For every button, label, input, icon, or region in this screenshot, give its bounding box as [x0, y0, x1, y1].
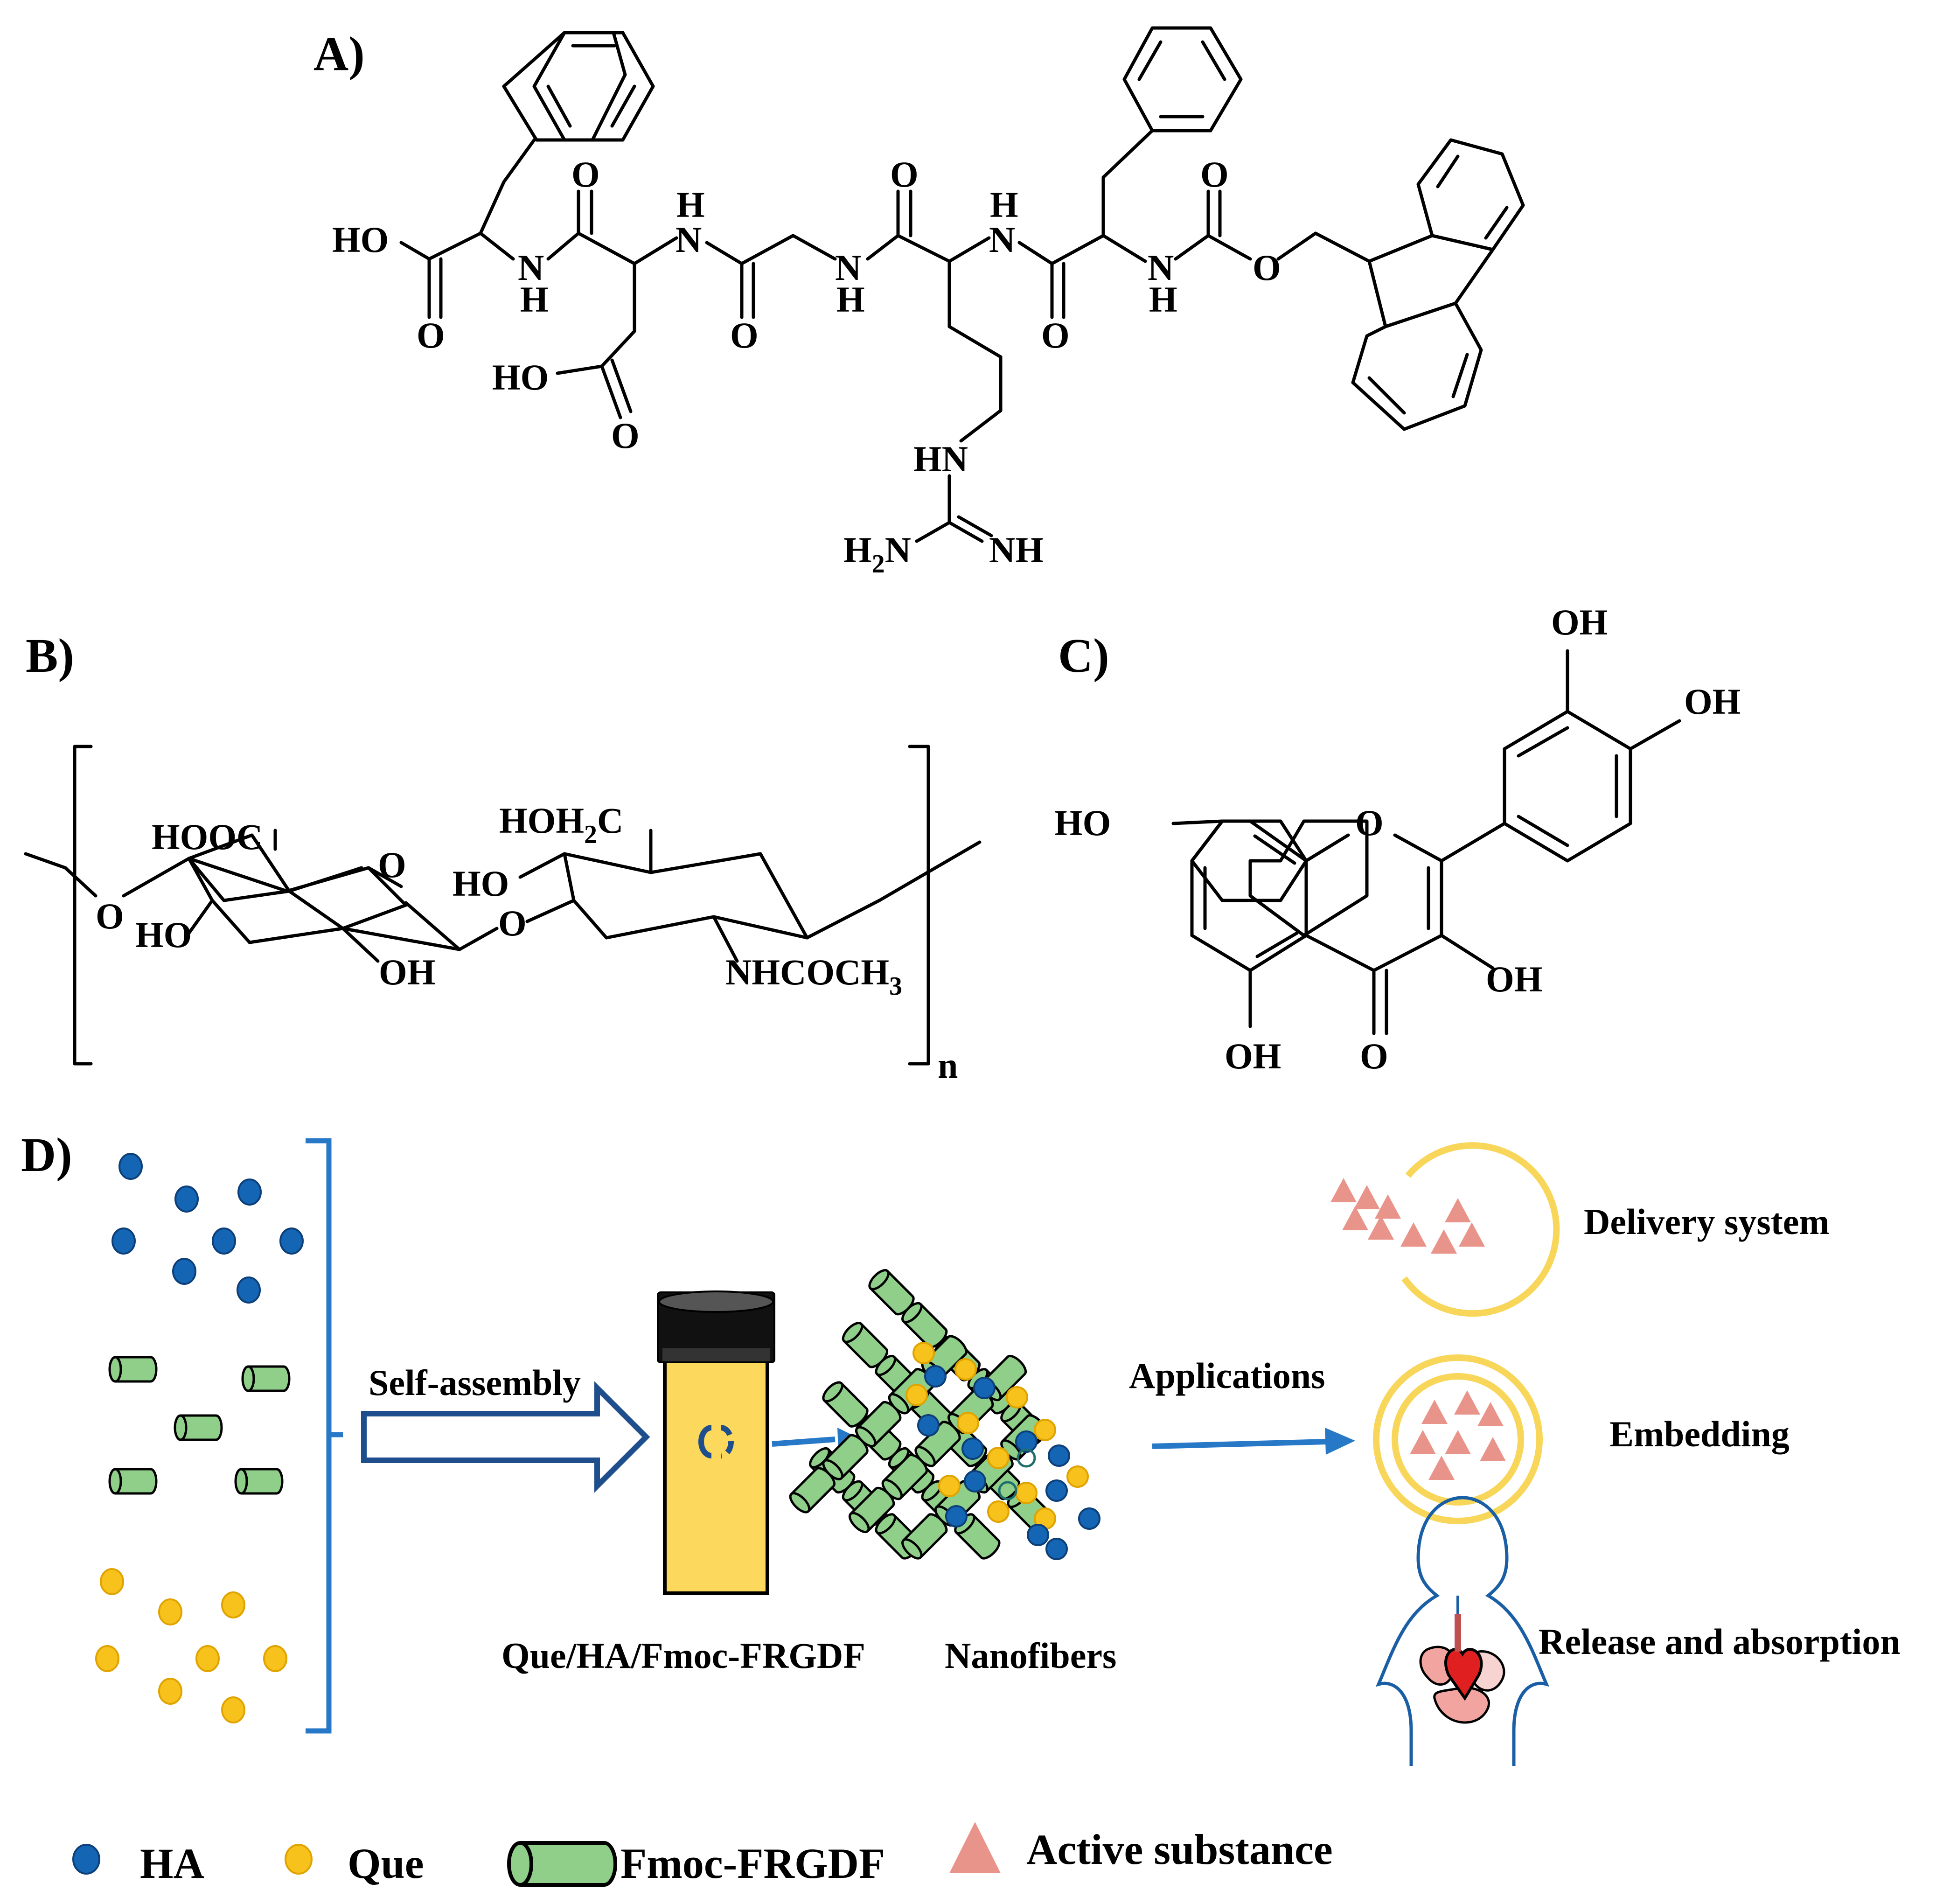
nanofibers-label: Nanofibers	[945, 1635, 1116, 1676]
legend-active-swatch	[949, 1822, 1001, 1873]
panel-label-a: A)	[313, 27, 365, 81]
atom-o: O	[378, 844, 406, 885]
atom-o: O	[498, 903, 527, 943]
legend-fmoc-swatch	[507, 1841, 617, 1887]
atom-n: N	[1148, 247, 1174, 288]
atom-n: N	[989, 219, 1015, 260]
atom-h: H	[676, 184, 705, 225]
repeat-n: n	[938, 1045, 958, 1086]
vial-label: Que/HA/Fmoc-FRGDF	[501, 1635, 865, 1676]
atom-o-keto: O	[1360, 1036, 1388, 1076]
nanofibers-network	[748, 1267, 1100, 1614]
atom-nhcoch3: NHCOCH3	[725, 952, 902, 1001]
atom-h: H	[1149, 279, 1177, 320]
legend-active-label: Active substance	[1026, 1826, 1333, 1873]
atom-oh: OH	[1684, 681, 1741, 722]
atom-o: O	[611, 415, 640, 456]
to-nanofibers-arrow	[772, 1437, 836, 1447]
molecule-c-quercetin: OH OH HO O OH OH O	[1054, 602, 1741, 1076]
atom-ho: HO	[453, 863, 509, 904]
atom-ho: HO	[135, 914, 192, 955]
legend-que-label: Que	[348, 1840, 424, 1887]
atom-nh: NH	[989, 530, 1044, 570]
atom-o: O	[1041, 315, 1070, 356]
legend-ha-swatch	[72, 1844, 100, 1875]
atom-hn: HN	[913, 439, 968, 479]
atom-oh: OH	[1225, 1036, 1281, 1076]
molecule-b-hyaluronic-acid: O HOOC O HO OH O HOH2C HO NHCOCH3 n	[24, 745, 982, 1086]
applications-arrow	[1152, 1439, 1328, 1449]
delivery-system-label: Delivery system	[1584, 1201, 1829, 1242]
embedding-label: Embedding	[1609, 1414, 1790, 1454]
delivery-system-icon	[1330, 1142, 1560, 1317]
atom-n: N	[676, 219, 702, 260]
atom-h: H	[990, 184, 1018, 225]
atom-ho: HO	[492, 357, 549, 398]
ha-particles	[111, 1153, 304, 1304]
atom-o-ring: O	[1355, 802, 1384, 843]
legend-que-swatch	[285, 1844, 313, 1875]
atom-o: O	[890, 154, 919, 195]
atom-h: H	[836, 279, 865, 320]
legend-fmoc-label: Fmoc-FRGDF	[620, 1840, 885, 1887]
molecule-a-fmoc-frgdf: HO O N H O H N HO O O N H O H N HN H2N N…	[332, 26, 1525, 579]
panel-label-b: B)	[26, 629, 74, 683]
que-particles	[95, 1568, 287, 1723]
vial	[657, 1290, 775, 1595]
atom-n: N	[518, 247, 544, 288]
atom-o: O	[96, 896, 124, 936]
atom-h2n: H2N	[843, 530, 911, 579]
self-assembly-label: Self-assembly	[369, 1362, 581, 1403]
atom-ho: HO	[1054, 802, 1111, 843]
atom-hooc: HOOC	[152, 816, 263, 857]
legend: HA Que Fmoc-FRGDF Active substance	[72, 1822, 1333, 1887]
panel-label-d: D)	[21, 1128, 72, 1182]
applications-label: Applications	[1129, 1355, 1325, 1396]
atom-o: O	[1200, 154, 1229, 195]
atom-oh: OH	[379, 952, 435, 992]
release-absorption-label: Release and absorption	[1539, 1621, 1901, 1662]
embedding-icon	[1373, 1354, 1543, 1524]
atom-oh: OH	[1486, 959, 1542, 999]
atom-o: O	[1253, 247, 1281, 288]
self-assembly-arrow	[361, 1381, 650, 1493]
fmoc-frgdf-particles	[110, 1357, 289, 1493]
human-body-icon	[1375, 1496, 1550, 1766]
legend-ha-label: HA	[140, 1840, 204, 1887]
panel-label-c: C)	[1058, 629, 1109, 683]
atom-o: O	[571, 154, 600, 195]
components-bracket	[306, 1138, 343, 1734]
atom-oh: OH	[1551, 602, 1608, 642]
atom-o: O	[730, 315, 759, 356]
atom-n: N	[835, 247, 861, 288]
atom-o: O	[417, 315, 445, 356]
atom-h: H	[520, 279, 549, 320]
atom-ho: HO	[332, 219, 389, 260]
atom-hoh2c: HOH2C	[499, 800, 623, 849]
